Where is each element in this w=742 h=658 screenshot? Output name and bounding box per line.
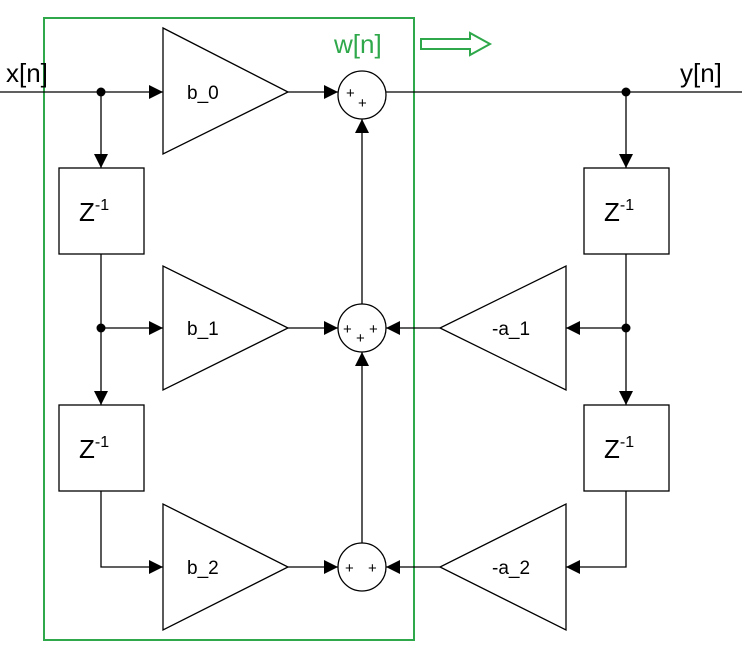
delay-block-ff-1 (58, 167, 145, 255)
wire-to-b2 (100, 491, 163, 574)
summer-middle-sign-2: + (356, 330, 365, 347)
gain-a2-label: -a_2 (492, 558, 530, 579)
gain-a1 (438, 264, 567, 392)
wire-to-a2 (566, 491, 627, 574)
gain-b1-label: b_1 (187, 319, 219, 340)
w-arrow-icon (420, 31, 493, 57)
gain-b2-label: b_2 (187, 558, 219, 579)
gain-b0 (162, 26, 290, 156)
delay-block-fb-2 (583, 404, 670, 492)
w-section-box (43, 17, 415, 641)
input-label: x[n] (6, 58, 48, 88)
summer-middle-sign-1: + (343, 321, 352, 338)
delay-fb-2-label: Z-1 (604, 434, 634, 464)
summer-bottom-sign-1: + (345, 560, 354, 577)
gain-b2 (162, 502, 290, 632)
gain-b1 (162, 264, 290, 392)
summer-top-sign-1: + (346, 85, 355, 102)
delay-ff-2-label: Z-1 (79, 434, 109, 464)
summer-bottom-sign-2: + (368, 560, 377, 577)
delay-ff-1-label: Z-1 (79, 197, 109, 227)
output-label: y[n] (680, 58, 722, 88)
gain-a1-label: -a_1 (492, 319, 530, 340)
summer-top-sign-2: + (358, 95, 367, 112)
delay-fb-1-label: Z-1 (604, 197, 634, 227)
w-signal-label: w[n] (333, 29, 382, 59)
summer-middle-sign-3: + (369, 321, 378, 338)
gain-b0-label: b_0 (187, 83, 219, 104)
gain-a2 (438, 502, 567, 632)
